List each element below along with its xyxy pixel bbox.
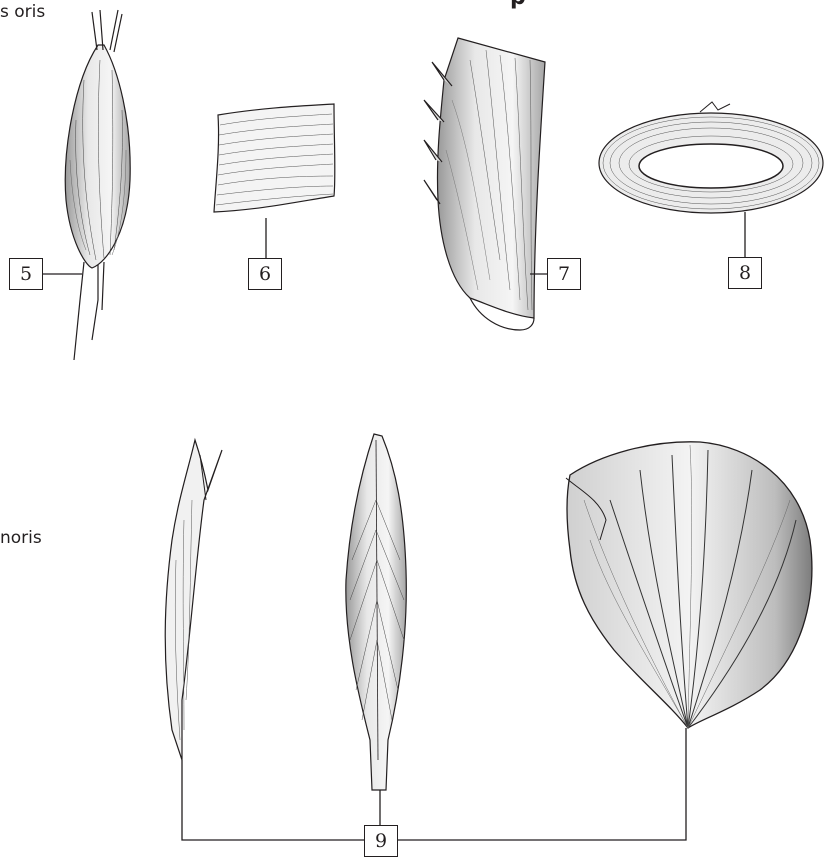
label-box-8: 8 — [728, 257, 762, 289]
label-box-6: 6 — [248, 258, 282, 290]
multipennate-muscle-drawing — [566, 442, 812, 728]
strap-muscle-drawing — [165, 440, 222, 760]
label-box-5: 5 — [9, 258, 43, 290]
leader-line-9-right — [398, 728, 686, 840]
bipennate-muscle-drawing — [346, 434, 406, 790]
label-box-9: 9 — [364, 825, 398, 857]
fusiform-muscle-drawing — [65, 10, 130, 360]
sphincter-muscle-drawing — [599, 102, 823, 213]
label-box-7: 7 — [547, 258, 581, 290]
leader-line-9-left — [182, 760, 364, 840]
quadrilateral-muscle-drawing — [214, 104, 335, 212]
pennate-muscle-drawing — [424, 38, 545, 330]
